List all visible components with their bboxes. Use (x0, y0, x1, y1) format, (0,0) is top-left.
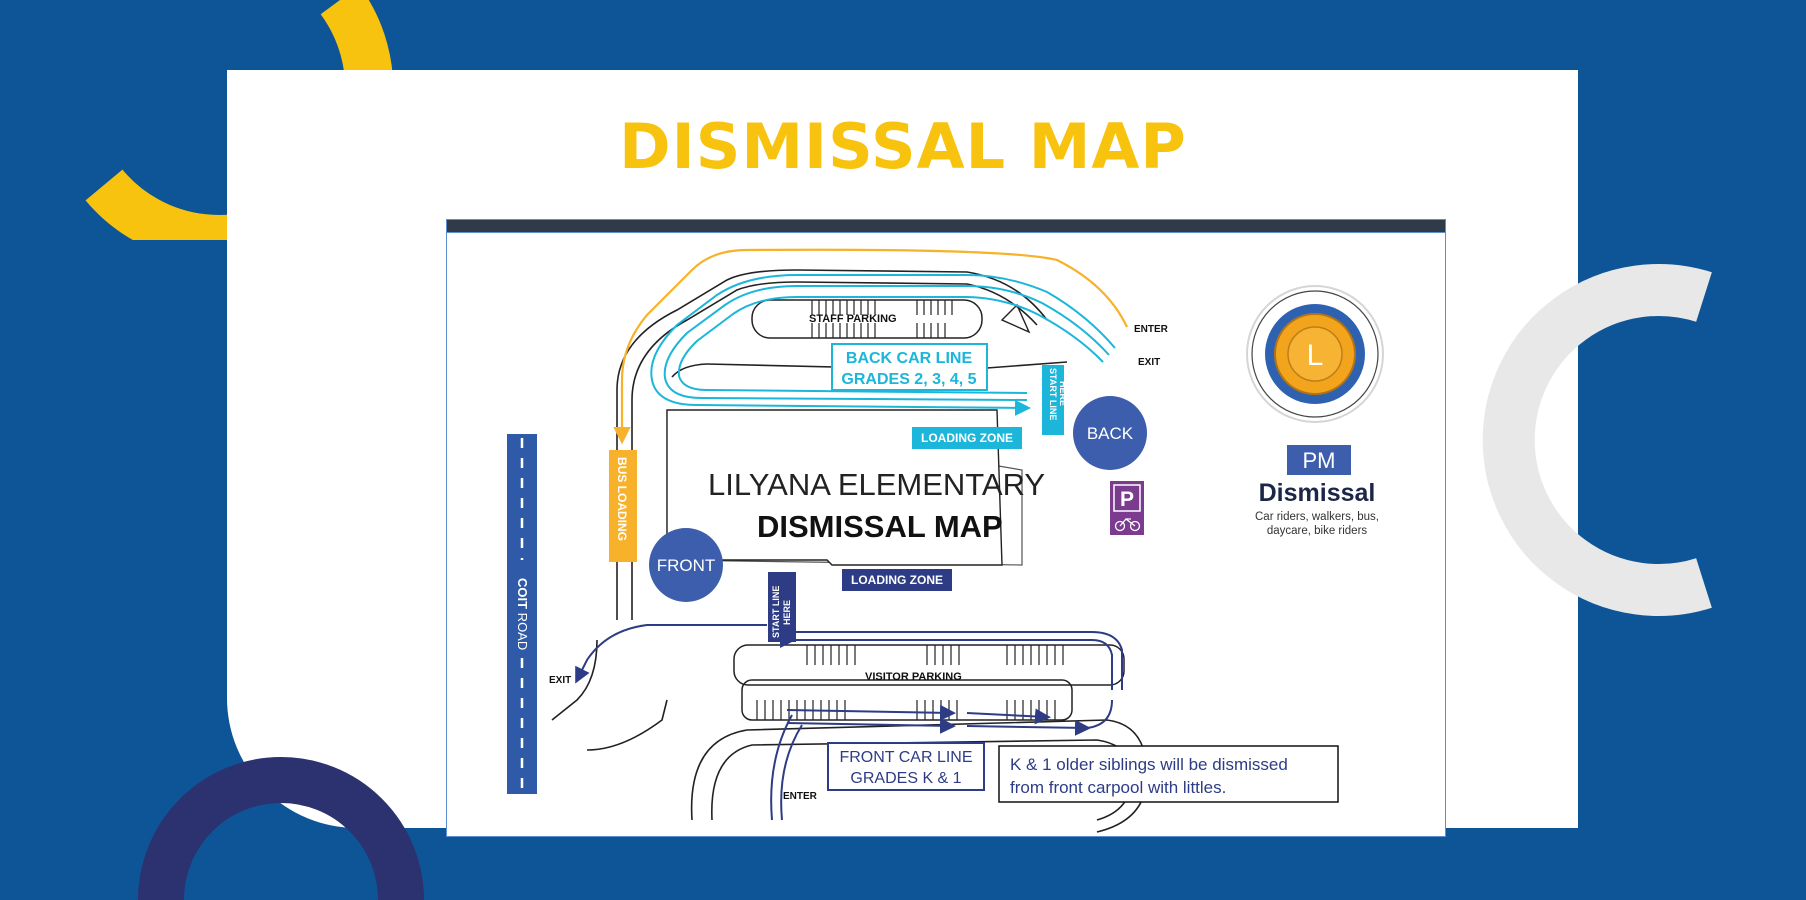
front-start-line-text2: HERE (782, 600, 792, 625)
pm-label: PM (1303, 448, 1336, 473)
coit-road: COIT ROAD (507, 434, 537, 794)
dismissal-label: Dismissal (1259, 479, 1376, 507)
back-marker-label: BACK (1087, 424, 1134, 443)
map-image-top-bar (447, 220, 1445, 233)
front-marker-label: FRONT (657, 556, 716, 575)
front-car-line-box: FRONT CAR LINE GRADES K & 1 (827, 742, 985, 791)
dismissal-map-image: STAFF PARKING VISITOR PARKING (446, 219, 1446, 837)
map-title-label: DISMISSAL MAP (757, 509, 1003, 544)
dismissal-desc-1: Car riders, walkers, bus, (1255, 511, 1379, 523)
front-loading-zone-label: LOADING ZONE (851, 573, 943, 587)
back-car-line-grades: GRADES 2, 3, 4, 5 (841, 371, 976, 388)
road-name-label: COIT ROAD (515, 578, 530, 650)
front-car-line-grades: GRADES K & 1 (850, 770, 961, 787)
visitor-parking-lot: VISITOR PARKING (733, 644, 1125, 721)
front-marker: FRONT (649, 528, 723, 602)
enter-bottom-label: ENTER (783, 791, 818, 802)
page-title: DISMISSAL MAP (619, 110, 1187, 183)
school-name-label: LILYANA ELEMENTARY (708, 467, 1045, 502)
front-start-line-text1: START LINE (771, 586, 781, 638)
back-start-line-text1: START LINE (1048, 368, 1058, 420)
bus-loading-label: BUS LOADING (615, 457, 629, 541)
enter-top-label: ENTER (1134, 324, 1169, 335)
logo-letter: L (1307, 339, 1324, 372)
white-ring-decoration (1482, 264, 1712, 616)
staff-parking-label: STAFF PARKING (809, 313, 897, 325)
bus-loading-zone: BUS LOADING (609, 450, 637, 562)
front-car-line-route (575, 624, 1123, 821)
staff-parking-stalls (811, 300, 953, 338)
parking-symbol: P (1120, 488, 1134, 511)
back-car-line-title: BACK CAR LINE (846, 350, 973, 367)
back-car-line-box: BACK CAR LINE GRADES 2, 3, 4, 5 (831, 343, 988, 391)
parking-sign: P (1110, 481, 1144, 535)
back-start-line-text2: HERE (1058, 381, 1068, 406)
note-line-2: from front carpool with littles. (1010, 778, 1226, 797)
back-car-line-route (650, 274, 1116, 416)
exit-top-label: EXIT (1138, 357, 1160, 368)
school-logo: L (1246, 285, 1384, 423)
front-loading-zone: LOADING ZONE (842, 569, 952, 591)
note-line-1: K & 1 older siblings will be dismissed (1010, 755, 1288, 774)
dismissal-desc-2: daycare, bike riders (1267, 525, 1368, 537)
staff-parking-lot: STAFF PARKING (751, 299, 1031, 339)
bus-route (613, 248, 1128, 445)
siblings-note-box: K & 1 older siblings will be dismissed f… (998, 745, 1339, 803)
navy-ring-decoration (138, 757, 424, 900)
front-start-line: START LINE HERE (768, 572, 796, 642)
bicycle-icon (1114, 518, 1141, 532)
front-car-line-title: FRONT CAR LINE (839, 749, 972, 766)
pm-dismissal-info: PM Dismissal Car riders, walkers, bus, d… (1255, 445, 1379, 537)
visitor-parking-label: VISITOR PARKING (865, 671, 962, 683)
exit-left-label: EXIT (549, 675, 571, 686)
map-drawing: STAFF PARKING VISITOR PARKING (507, 248, 1384, 833)
back-loading-zone-label: LOADING ZONE (921, 431, 1013, 445)
back-loading-zone: LOADING ZONE (912, 427, 1022, 449)
back-marker: BACK (1073, 396, 1147, 470)
back-start-line: START LINE HERE (1042, 365, 1068, 435)
